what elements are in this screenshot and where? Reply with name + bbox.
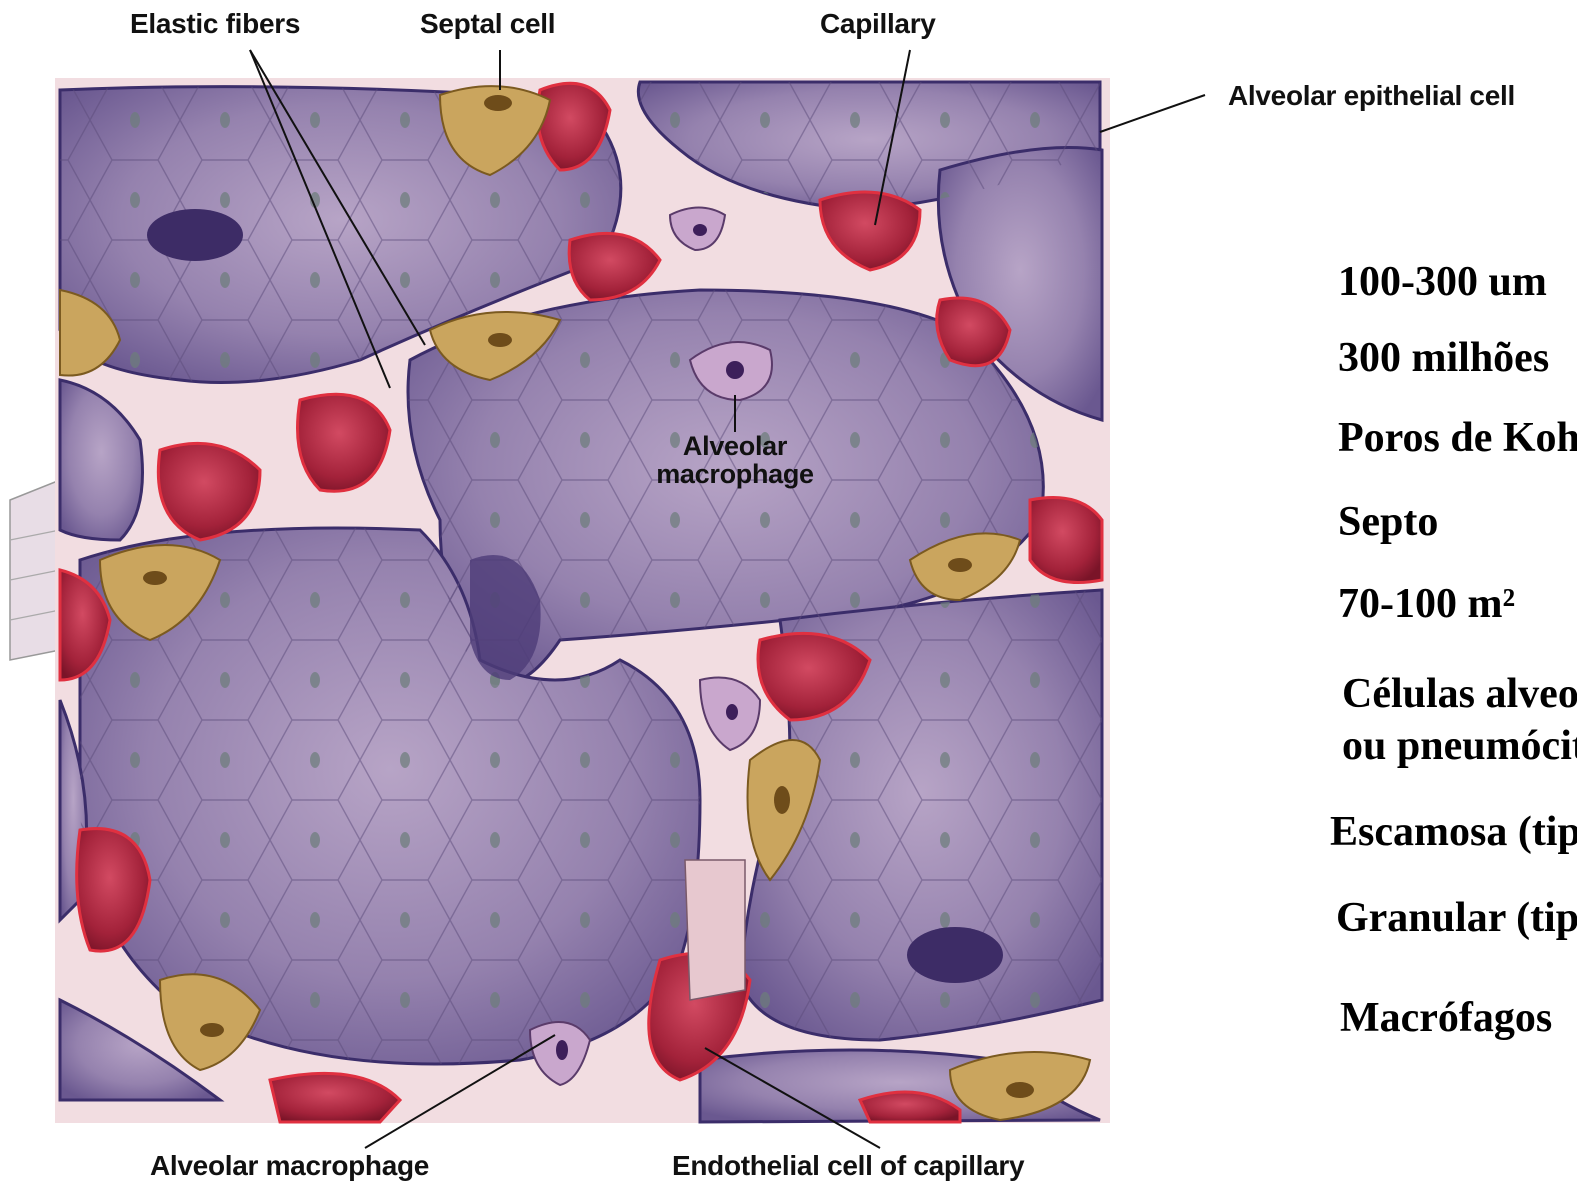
tissue-fragment-left <box>10 480 60 660</box>
note-septum: Septo <box>1338 498 1438 546</box>
note-count: 300 milhões <box>1338 334 1549 382</box>
note-pores: Poros de Kohn <box>1338 414 1577 462</box>
note-macrophages: Macrófagos <box>1340 994 1552 1042</box>
dark-nucleus-left <box>147 209 243 261</box>
note-type1: Escamosa (tipo I) <box>1330 808 1577 856</box>
note-alveolar-cells-2: ou pneumócitos <box>1342 722 1577 770</box>
cut-septum <box>685 860 745 1000</box>
label-endothelial-cell: Endothelial cell of capillary <box>672 1150 1024 1182</box>
label-alveolar-macrophage-line2: macrophage <box>615 460 855 488</box>
label-alveolar-macrophage-bottom: Alveolar macrophage <box>150 1150 429 1182</box>
note-diameter: 100-300 um <box>1338 258 1547 306</box>
label-septal-cell: Septal cell <box>420 8 555 40</box>
note-alveolar-cells-1: Células alveolares <box>1342 670 1577 718</box>
label-alveolar-macrophage-line1: Alveolar <box>615 432 855 460</box>
label-capillary: Capillary <box>820 8 936 40</box>
label-alveolar-macrophage-center: Alveolar macrophage <box>615 432 855 488</box>
note-area: 70-100 m² <box>1338 580 1515 628</box>
note-type2: Granular (tipo II) <box>1336 894 1577 942</box>
notes-panel: 100-300 um 300 milhões Poros de Kohn Sep… <box>1300 0 1577 1196</box>
label-elastic-fibers: Elastic fibers <box>130 8 300 40</box>
dark-nucleus-right <box>907 927 1003 983</box>
